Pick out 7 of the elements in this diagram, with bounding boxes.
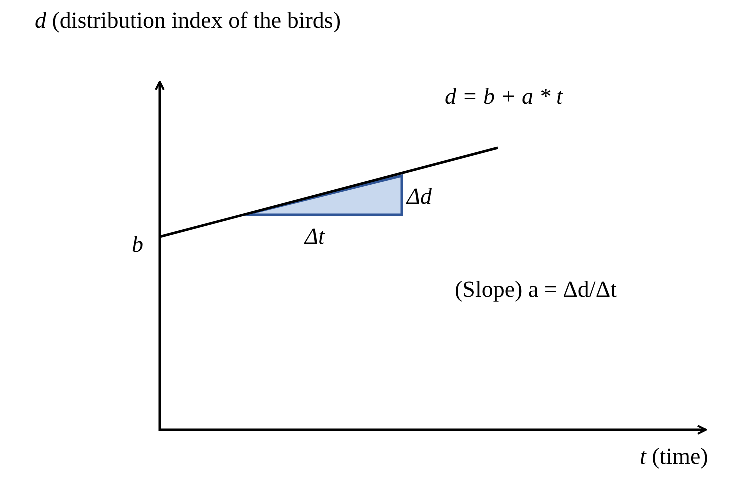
intercept-label: b [132,232,144,258]
axis-title: t (time) [640,444,708,470]
delta-label: Δd [407,184,432,210]
slope-formula: (Slope) a = Δd/Δt [455,277,617,302]
delta-label: Δt [305,224,325,250]
equation: d = b + a * t [445,84,563,110]
axis-title: d (distribution index of the birds) [35,8,341,34]
